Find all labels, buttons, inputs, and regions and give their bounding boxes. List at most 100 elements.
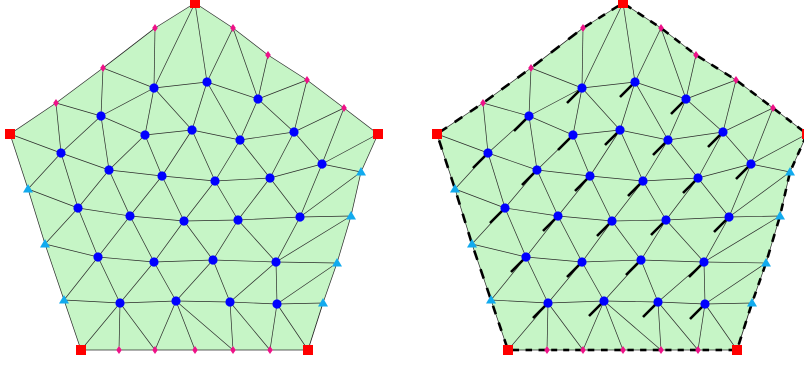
mesh-edge — [490, 299, 549, 304]
mesh-edge — [547, 302, 584, 351]
mesh-edge — [572, 87, 583, 136]
interior-node — [253, 94, 263, 104]
mesh-edge — [634, 81, 687, 100]
mesh-edge — [44, 207, 79, 245]
boundary-dash — [723, 71, 733, 79]
mesh-edge — [44, 243, 99, 258]
boundary-dash — [790, 160, 797, 169]
mesh-edge — [619, 81, 636, 131]
mesh-edge — [60, 152, 110, 171]
boundary-node-diamond — [192, 346, 198, 354]
mesh-edge — [154, 300, 177, 351]
mesh-edge — [589, 175, 613, 222]
boundary-node-triangle — [332, 258, 342, 267]
mesh-edge — [257, 79, 308, 100]
interior-node — [272, 299, 282, 309]
mesh-edge — [232, 27, 259, 100]
mesh-edge — [528, 115, 538, 171]
mesh-edge — [9, 133, 62, 154]
mesh-edges — [9, 2, 379, 351]
mesh-edge — [547, 300, 605, 304]
boundary-dash — [472, 250, 479, 261]
boundary-node-triangle — [761, 258, 771, 267]
mesh-edge — [640, 259, 659, 303]
mesh-edge — [175, 300, 196, 351]
mesh-edge — [657, 301, 699, 351]
boundary-dash — [761, 99, 770, 106]
mesh-edge — [153, 259, 214, 263]
mesh-edge — [471, 243, 527, 258]
mesh-edge — [55, 67, 104, 104]
boundary-dash — [775, 217, 781, 227]
interior-node — [179, 216, 189, 226]
mesh-edge — [703, 215, 781, 263]
mesh-edge — [703, 261, 767, 264]
mesh-edge — [525, 256, 583, 263]
mesh-edge — [685, 98, 724, 133]
boundary-node-triangle — [356, 167, 366, 176]
boundary-node-diamond — [733, 76, 739, 84]
boundary-dash — [710, 63, 719, 70]
boundary-node-diamond — [265, 51, 271, 59]
mesh-edge — [657, 301, 662, 351]
mesh-edge — [27, 152, 62, 190]
mesh-edge — [293, 79, 308, 133]
interior-node — [149, 83, 159, 93]
mesh-edge — [336, 215, 352, 264]
mesh-edge — [703, 261, 706, 305]
interior-node — [636, 255, 646, 265]
mesh-edge — [269, 177, 301, 218]
boundary-dash — [749, 89, 758, 97]
mesh-edge — [619, 129, 644, 182]
mesh-edge — [212, 259, 277, 263]
boundary-dash — [443, 158, 450, 169]
interior-node — [521, 252, 531, 262]
mesh-edge — [603, 300, 662, 351]
mesh-edge — [582, 300, 605, 351]
boundary-dash — [497, 322, 503, 332]
mesh-edge — [360, 133, 379, 173]
mesh-edge — [206, 81, 241, 141]
boundary-dash — [584, 21, 593, 28]
mesh-edge — [119, 261, 155, 304]
interior-node — [585, 171, 595, 181]
mesh-edge — [728, 171, 791, 218]
mesh-edge — [129, 175, 163, 217]
mesh-edge — [237, 177, 271, 221]
mesh-edge — [175, 259, 214, 302]
interior-node — [149, 257, 159, 267]
interior-node — [661, 215, 671, 225]
interior-node — [638, 176, 648, 186]
mesh-edge — [321, 133, 379, 165]
mesh-edge — [275, 261, 278, 305]
mesh-edge — [239, 98, 259, 141]
mesh-edge — [697, 131, 724, 179]
mesh-edge — [269, 163, 323, 179]
interior-node — [577, 257, 587, 267]
boundary-node-diamond — [230, 24, 236, 32]
mesh-edge — [63, 299, 121, 304]
boundary-dash — [597, 13, 606, 20]
mesh-edge — [27, 188, 79, 209]
mesh-edge — [667, 98, 687, 141]
mesh-edge — [154, 2, 196, 29]
mesh-edge — [80, 302, 121, 351]
boundary-dash — [737, 336, 743, 345]
mesh-edge — [546, 302, 549, 351]
mesh-edge — [206, 27, 234, 83]
mesh-edge — [603, 300, 659, 303]
boundary-dash — [485, 287, 492, 298]
mesh-edge — [9, 133, 29, 190]
boundary-dash — [461, 213, 467, 224]
mesh-edge — [191, 129, 241, 141]
corner-node — [618, 0, 628, 8]
mesh-edge — [321, 107, 345, 165]
mesh-edge — [175, 300, 231, 303]
mesh-markers — [5, 0, 383, 355]
interior-node — [295, 212, 305, 222]
mesh-edge — [640, 259, 705, 263]
mesh-edge — [528, 115, 574, 136]
mesh-edge — [343, 107, 379, 135]
interior-node — [699, 257, 709, 267]
mesh-edge — [722, 107, 774, 133]
